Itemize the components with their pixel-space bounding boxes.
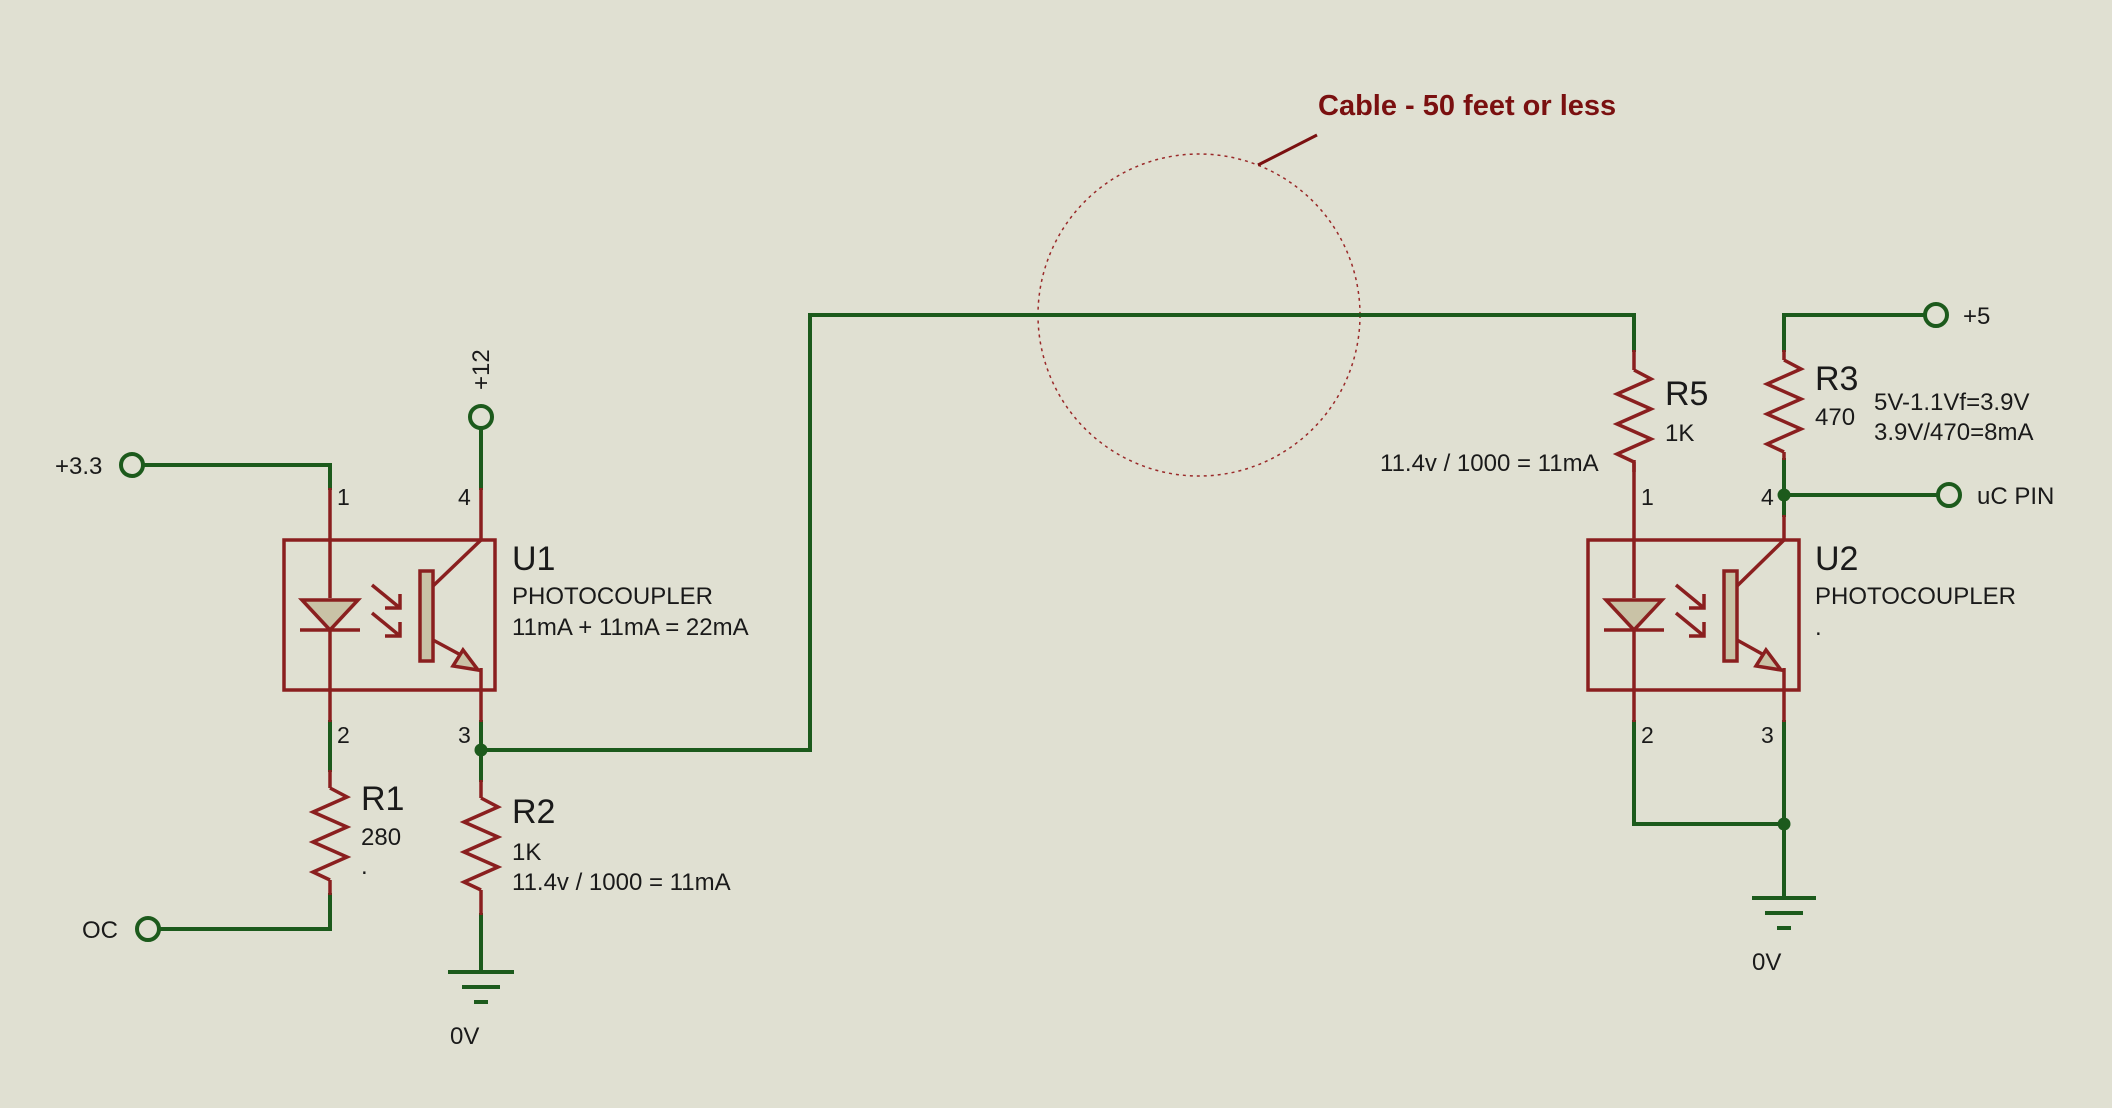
terminal-v12-label: +12 xyxy=(468,349,495,390)
cable-annotation: Cable - 50 feet or less xyxy=(1037,90,1616,477)
u1-transistor-collector xyxy=(431,538,483,588)
u1-pin4-number: 4 xyxy=(458,484,471,510)
u1-body xyxy=(282,538,497,692)
u2-emitter-arrow-icon xyxy=(1753,646,1785,673)
junction-u1p3 xyxy=(474,743,488,757)
ground-left-icon xyxy=(448,970,514,1004)
r5-note: 11.4v / 1000 = 11mA xyxy=(1380,450,1599,477)
terminal-uc-pin[interactable]: uC PIN xyxy=(1936,482,2054,510)
ground-right-icon xyxy=(1752,896,1816,930)
terminal-v12[interactable]: +12 xyxy=(468,349,495,430)
r3-resistor[interactable]: R3 470 5V-1.1Vf=3.9V 3.9V/470=8mA xyxy=(1762,350,2033,460)
r1-value: 280 xyxy=(361,824,401,851)
terminal-v33-circle[interactable] xyxy=(119,452,145,478)
terminal-v5-label: +5 xyxy=(1963,303,1990,330)
r5-zigzag-icon xyxy=(1612,368,1656,464)
terminal-oc[interactable]: OC xyxy=(82,916,161,944)
r3-note-2: 3.9V/470=8mA xyxy=(1874,419,2033,446)
u1-photocoupler[interactable]: 1 4 2 3 U1 PHOTOCOUPLER 11mA + 11mA = 22… xyxy=(282,484,749,748)
cable-wire xyxy=(479,313,1636,752)
u2-light-arrows-icon xyxy=(1674,583,1706,638)
u2-pin2-number: 2 xyxy=(1641,722,1654,748)
u2-transistor-base-icon xyxy=(1722,569,1739,663)
ground-left-label: 0V xyxy=(450,1023,479,1050)
terminal-uc-pin-label: uC PIN xyxy=(1977,483,2054,510)
u2-pin4-number: 4 xyxy=(1761,484,1774,510)
ground-left: 0V xyxy=(448,970,514,1050)
cable-annotation-text: Cable - 50 feet or less xyxy=(1318,90,1616,122)
wire-u2p2-gndnode xyxy=(1632,720,1786,826)
terminal-v12-circle[interactable] xyxy=(468,404,494,430)
terminal-uc-pin-circle[interactable] xyxy=(1936,482,1962,508)
r5-reference: R5 xyxy=(1665,375,1708,413)
u1-emitter-arrow-icon xyxy=(450,646,482,673)
u1-pin3-number: 3 xyxy=(458,722,471,748)
u2-type: PHOTOCOUPLER xyxy=(1815,583,2016,610)
terminal-oc-circle[interactable] xyxy=(135,916,161,942)
r2-note: 11.4v / 1000 = 11mA xyxy=(512,869,731,896)
u2-pin3-number: 3 xyxy=(1761,722,1774,748)
ground-right-label: 0V xyxy=(1752,949,1781,976)
u2-photocoupler[interactable]: 1 4 2 3 U2 PHOTOCOUPLER . xyxy=(1586,460,2016,748)
r2-resistor[interactable]: R2 1K 11.4v / 1000 = 11mA xyxy=(459,780,731,915)
r2-value: 1K xyxy=(512,839,541,866)
u2-reference: U2 xyxy=(1815,540,1858,578)
u2-body xyxy=(1586,538,1801,692)
r3-value: 470 xyxy=(1815,404,1855,431)
r5-value: 1K xyxy=(1665,420,1694,447)
terminal-v5-circle[interactable] xyxy=(1923,302,1949,328)
u1-led-icon xyxy=(297,598,363,633)
r1-zigzag-icon xyxy=(308,786,352,882)
r2-reference: R2 xyxy=(512,793,555,831)
terminal-v5[interactable]: +5 xyxy=(1923,302,1990,330)
wire-v33-u1p1 xyxy=(141,463,332,490)
u1-pin2-number: 2 xyxy=(337,722,350,748)
junction-u2-gnd xyxy=(1777,817,1791,831)
terminal-oc-label: OC xyxy=(82,917,118,944)
r3-zigzag-icon xyxy=(1762,358,1806,454)
r2-zigzag-icon xyxy=(459,796,503,892)
u1-pin1-number: 1 xyxy=(337,484,350,510)
u1-reference: U1 xyxy=(512,540,555,578)
u1-transistor-base-icon xyxy=(418,569,435,663)
r3-note-1: 5V-1.1Vf=3.9V xyxy=(1874,389,2029,416)
terminal-v33[interactable]: +3.3 xyxy=(55,452,145,480)
junctions xyxy=(474,488,1791,831)
wire-r1-oc xyxy=(159,893,332,931)
ground-right: 0V xyxy=(1752,896,1816,976)
wire-v5-r3 xyxy=(1782,313,1925,352)
r3-reference: R3 xyxy=(1815,360,1858,398)
u1-note: 11mA + 11mA = 22mA xyxy=(512,614,749,641)
junction-u2p4 xyxy=(1777,488,1791,502)
u2-pin1-number: 1 xyxy=(1641,484,1654,510)
u2-led-icon xyxy=(1601,598,1667,633)
r1-note: . xyxy=(361,853,368,880)
terminal-v33-label: +3.3 xyxy=(55,453,102,480)
u1-type: PHOTOCOUPLER xyxy=(512,583,713,610)
wires xyxy=(141,313,1938,974)
r5-resistor[interactable]: R5 1K 11.4v / 1000 = 11mA xyxy=(1380,350,1708,477)
u1-light-arrows-icon xyxy=(370,583,402,638)
u2-note: . xyxy=(1815,614,1822,641)
r1-reference: R1 xyxy=(361,780,404,818)
u2-transistor-collector xyxy=(1735,538,1786,588)
r1-resistor[interactable]: R1 280 . xyxy=(308,770,404,895)
cable-leader-line xyxy=(1257,133,1318,167)
